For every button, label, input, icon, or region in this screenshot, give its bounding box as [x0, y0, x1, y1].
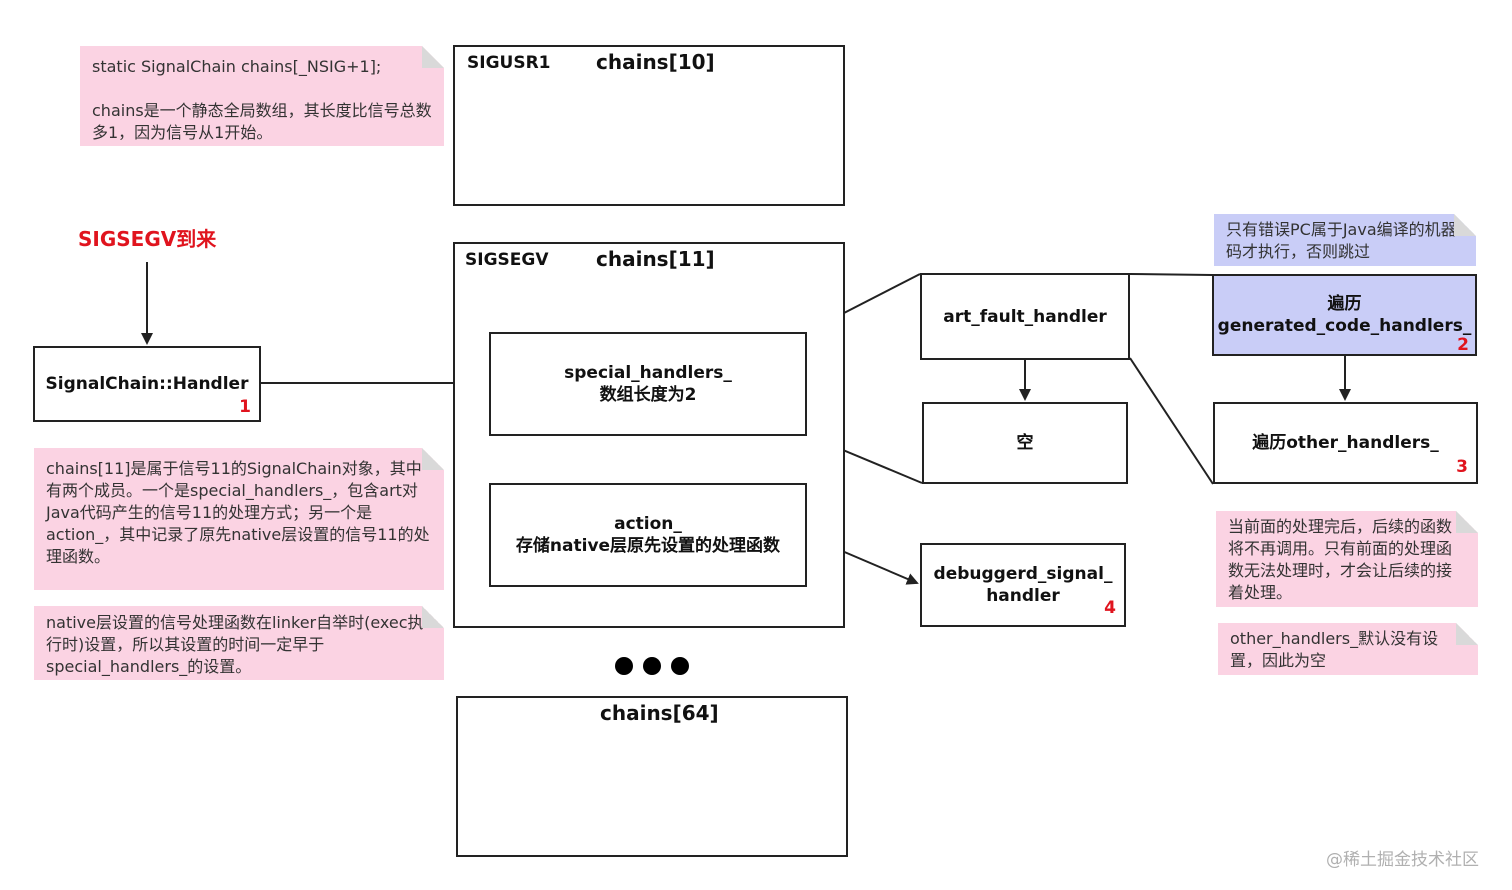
debuggerd-step-number: 4	[1104, 598, 1116, 618]
note-chains-line2: chains是一个静态全局数组，其长度比信号总数多1，因为信号从1开始。	[92, 101, 432, 142]
note-native-text: native层设置的信号处理函数在linker自举时(exec执行时)设置，所以…	[46, 613, 424, 676]
ellipsis-dot-2	[643, 657, 661, 675]
action-line2: 存储native层原先设置的处理函数	[515, 536, 781, 556]
note-other-empty-text: other_handlers_默认没有设置，因此为空	[1230, 629, 1439, 670]
signalchain-handler-box: SignalChain::Handler 1	[33, 346, 261, 422]
generated-line2: generated_code_handlers_	[1217, 316, 1472, 336]
debuggerd-handler-box: debuggerd_signal_ handler 4	[920, 543, 1126, 627]
line-art-to-generated	[1129, 273, 1213, 276]
note-chains-line1: static SignalChain chains[_NSIG+1];	[92, 57, 382, 76]
empty-label: 空	[1016, 433, 1034, 453]
note-chains11-description: chains[11]是属于信号11的SignalChain对象，其中有两个成员。…	[34, 448, 444, 590]
special-handlers-line2: 数组长度为2	[599, 385, 697, 405]
other-step-number: 3	[1456, 457, 1468, 477]
sigsegv-arrive-title: SIGSEGV到来	[78, 227, 217, 251]
action-line1: action_	[614, 514, 682, 534]
chain64-box: chains[64]	[456, 696, 848, 857]
empty-box: 空	[922, 402, 1128, 484]
action-box: action_ 存储native层原先设置的处理函数	[489, 483, 807, 587]
chain11-signal: SIGSEGV	[465, 250, 549, 270]
chain64-title: chains[64]	[600, 701, 719, 725]
note-after-text: 当前面的处理完后，后续的函数将不再调用。只有前面的处理函数无法处理时，才会让后续…	[1228, 517, 1453, 602]
note-native-description: native层设置的信号处理函数在linker自举时(exec执行时)设置，所以…	[34, 606, 444, 680]
line-art-to-other	[1129, 357, 1214, 485]
note-pc-java-text: 只有错误PC属于Java编译的机器码才执行，否则跳过	[1226, 220, 1457, 261]
ellipsis-dot-1	[615, 657, 633, 675]
debuggerd-line1: debuggerd_signal_	[933, 564, 1113, 584]
note-after-description: 当前面的处理完后，后续的函数将不再调用。只有前面的处理函数无法处理时，才会让后续…	[1216, 511, 1478, 607]
art-fault-handler-label: art_fault_handler	[943, 306, 1107, 327]
special-handlers-box: special_handlers_ 数组长度为2	[489, 332, 807, 436]
note-pc-java: 只有错误PC属于Java编译的机器码才执行，否则跳过	[1214, 214, 1476, 266]
other-handlers-label: 遍历other_handlers_	[1252, 433, 1439, 453]
chain10-box: SIGUSR1 chains[10]	[453, 45, 845, 206]
art-fault-handler-box: art_fault_handler	[920, 273, 1130, 360]
chain10-title: chains[10]	[596, 50, 715, 74]
note-chains-declaration: static SignalChain chains[_NSIG+1]; chai…	[80, 46, 444, 146]
signalchain-handler-label: SignalChain::Handler	[45, 374, 249, 394]
chain11-title: chains[11]	[596, 247, 715, 271]
note-chains11-text: chains[11]是属于信号11的SignalChain对象，其中有两个成员。…	[46, 459, 430, 566]
note-other-empty: other_handlers_默认没有设置，因此为空	[1218, 623, 1478, 675]
handler-step-number: 1	[239, 397, 251, 417]
generated-step-number: 2	[1457, 335, 1469, 355]
other-handlers-box: 遍历other_handlers_ 3	[1213, 402, 1478, 484]
watermark: @稀土掘金技术社区	[1326, 850, 1479, 870]
debuggerd-line2: handler	[986, 586, 1060, 606]
chain10-signal: SIGUSR1	[467, 53, 551, 73]
special-handlers-line1: special_handlers_	[564, 363, 732, 383]
generated-code-handlers-box: 遍历 generated_code_handlers_ 2	[1212, 274, 1477, 356]
generated-line1: 遍历	[1327, 294, 1362, 314]
ellipsis-dot-3	[671, 657, 689, 675]
